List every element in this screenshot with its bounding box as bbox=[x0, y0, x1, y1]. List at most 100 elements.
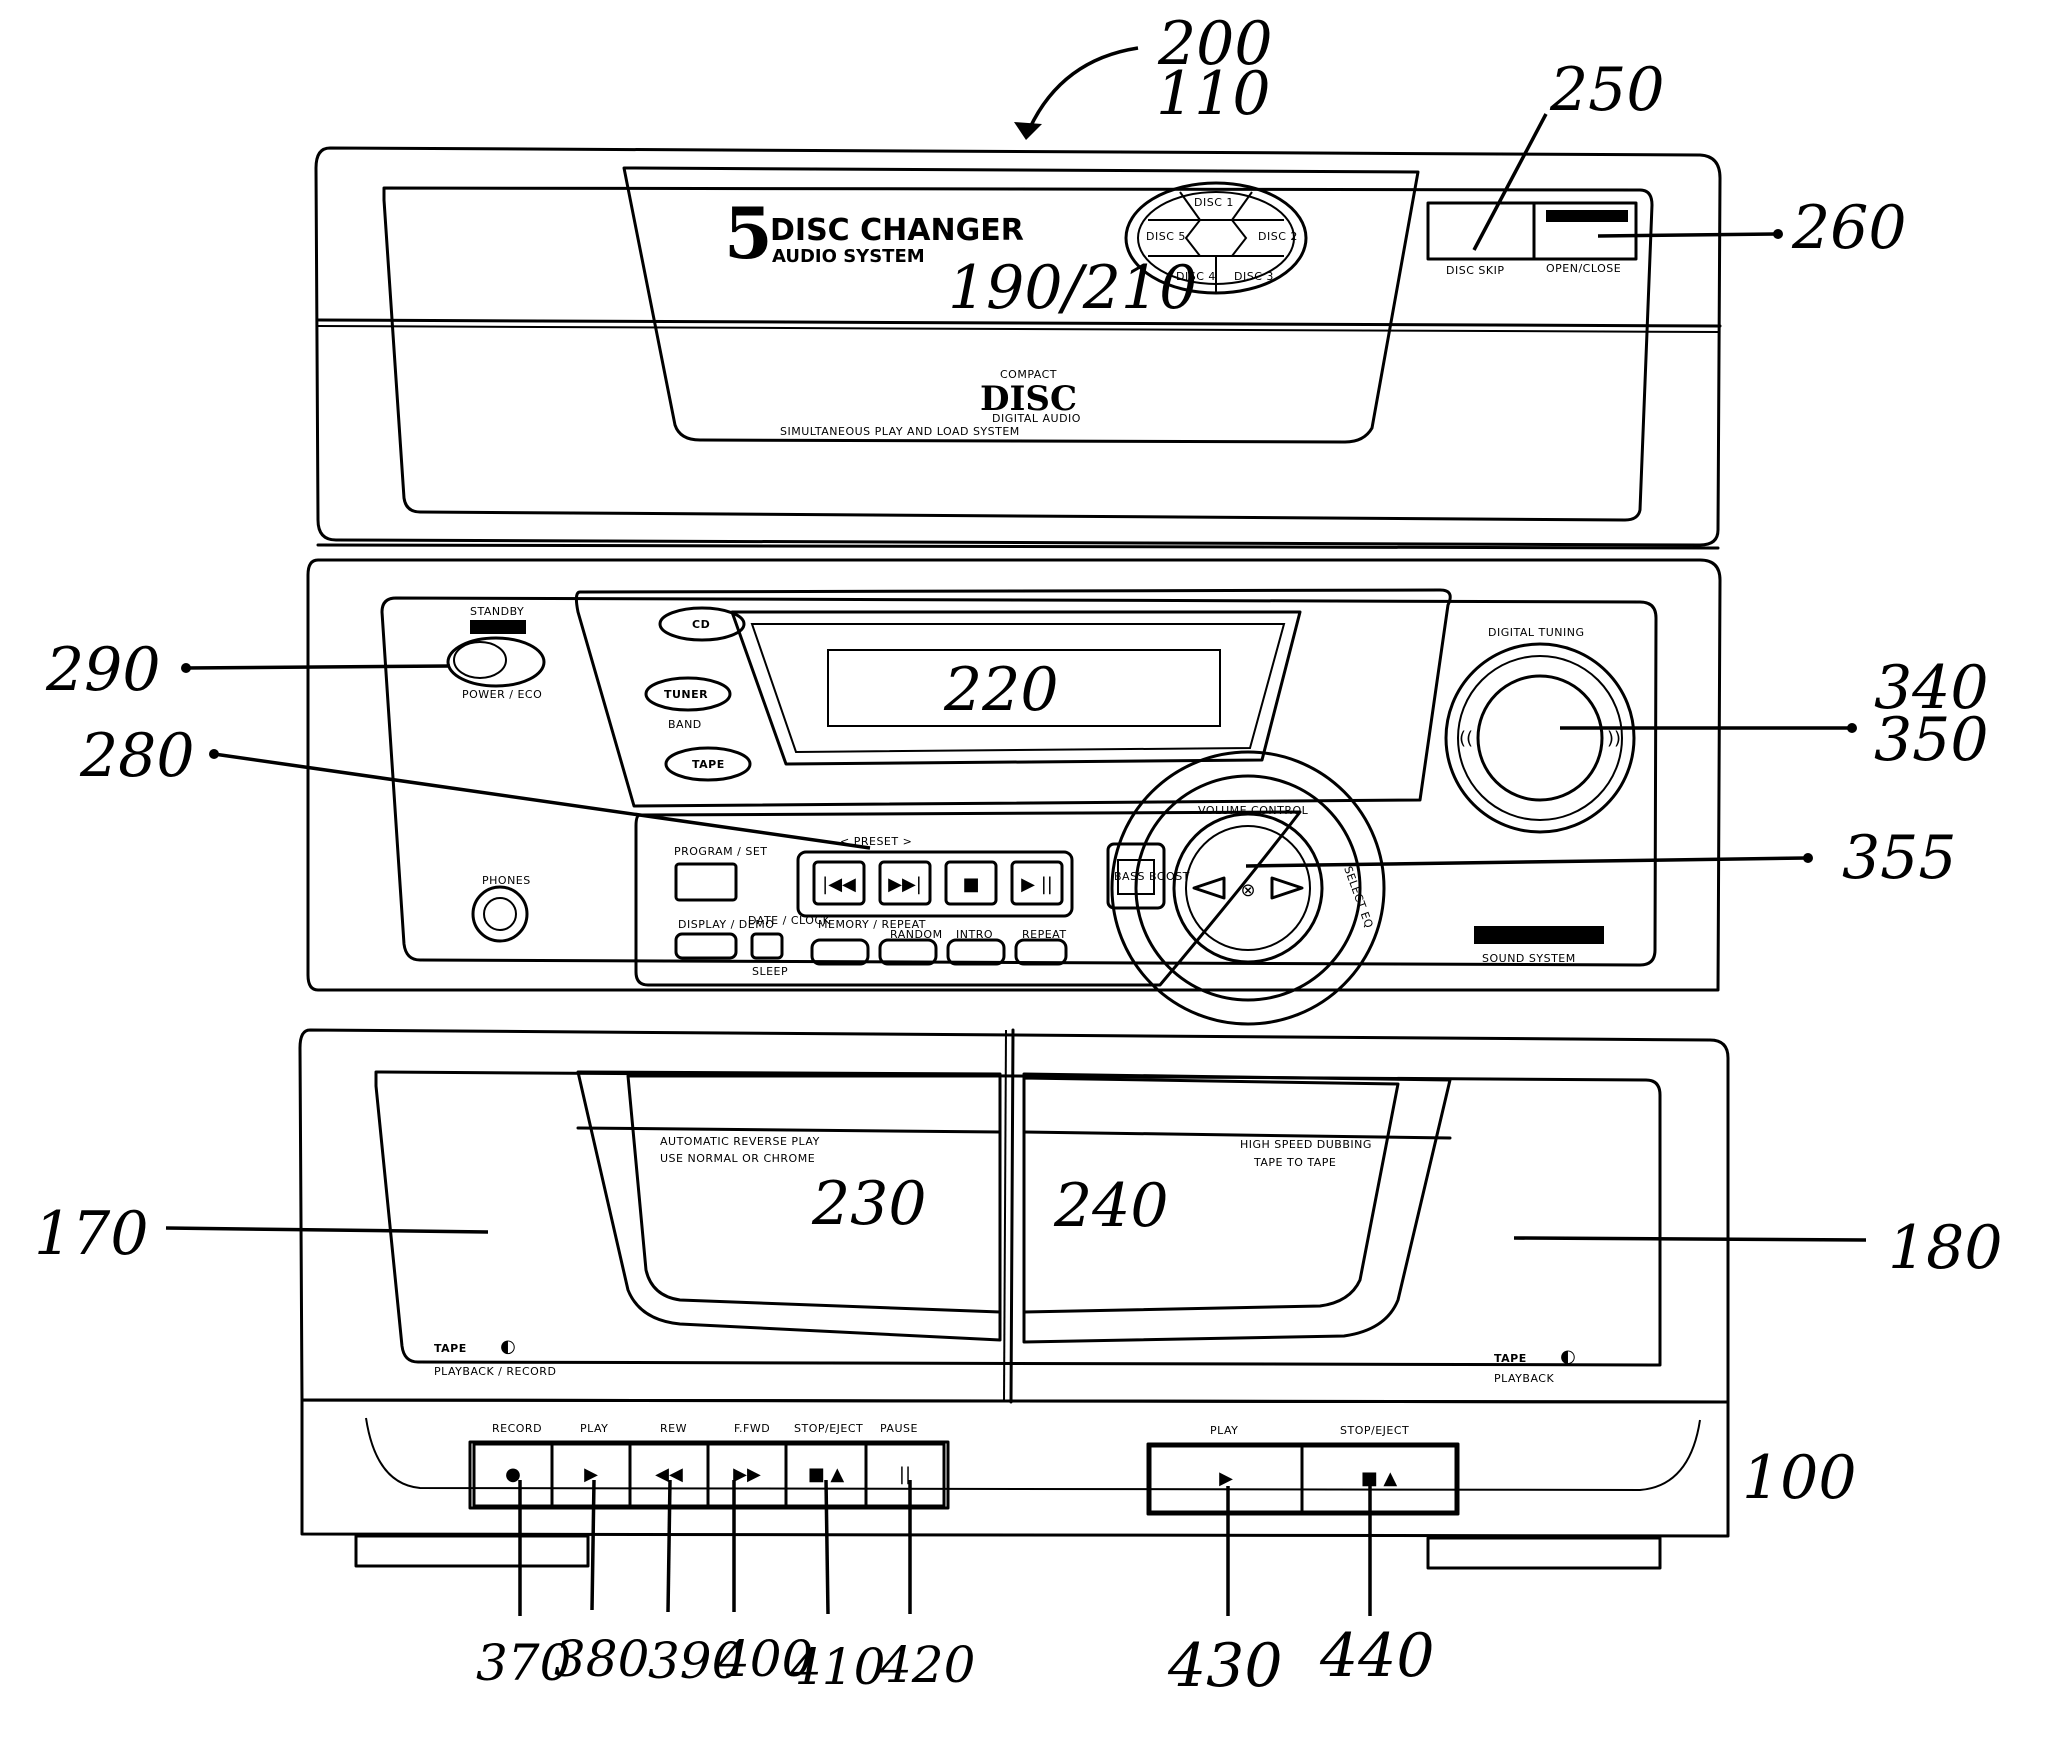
svg-text:■ ▲: ■ ▲ bbox=[1361, 1468, 1398, 1489]
ref-430: 430 bbox=[1167, 1631, 1283, 1701]
deck1-label: TAPE bbox=[434, 1342, 467, 1355]
svg-text:■: ■ bbox=[962, 874, 979, 895]
cd-source-button[interactable] bbox=[658, 606, 746, 642]
ref-370: 370 bbox=[476, 1634, 571, 1692]
svg-text:MEMORY / REPEAT: MEMORY / REPEAT bbox=[818, 918, 926, 931]
disc-skip-label: DISC SKIP bbox=[1446, 264, 1504, 277]
intro-button[interactable] bbox=[946, 938, 1006, 966]
deck2-label: TAPE bbox=[1494, 1352, 1527, 1365]
open-close-button[interactable] bbox=[1532, 201, 1638, 261]
memory-repeat-button[interactable] bbox=[810, 938, 870, 966]
random-button[interactable] bbox=[878, 938, 938, 966]
compact-disc-logo: COMPACT DISC DIGITAL AUDIO bbox=[980, 368, 1081, 425]
svg-text:PLAY: PLAY bbox=[1210, 1424, 1238, 1437]
svg-text:●: ● bbox=[505, 1464, 521, 1485]
ref-340: 340 bbox=[1874, 653, 1989, 723]
deck2-buttons: PLAY ▶ STOP/EJECT ■ ▲ bbox=[1148, 1424, 1458, 1514]
volume-knob[interactable] bbox=[1172, 812, 1324, 964]
sleep-label: SLEEP bbox=[752, 965, 788, 978]
tuning-knob[interactable] bbox=[1476, 674, 1604, 802]
svg-text:STOP/EJECT: STOP/EJECT bbox=[794, 1422, 863, 1435]
right-foot bbox=[1426, 1536, 1662, 1570]
left-note-1: AUTOMATIC REVERSE PLAY bbox=[660, 1135, 820, 1148]
svg-text:REPEAT: REPEAT bbox=[1022, 928, 1067, 941]
ref-220: 220 bbox=[943, 655, 1059, 725]
svg-text:▶▶|: ▶▶| bbox=[888, 874, 922, 895]
display-demo-button[interactable] bbox=[674, 932, 738, 960]
ref-200: 200 bbox=[1157, 9, 1273, 79]
program-set-button[interactable] bbox=[674, 862, 738, 902]
svg-text:DISC: DISC bbox=[980, 379, 1077, 419]
svg-text:▶▶: ▶▶ bbox=[733, 1464, 761, 1485]
power-button[interactable] bbox=[446, 636, 546, 688]
brand-line1: DISC CHANGER bbox=[770, 213, 1024, 248]
source-buttons: CD TUNER BAND TAPE bbox=[644, 606, 752, 782]
sound-system-label: SOUND SYSTEM bbox=[1482, 952, 1576, 965]
open-close-label: OPEN/CLOSE bbox=[1546, 262, 1621, 275]
ref-380: 380 bbox=[554, 1630, 649, 1688]
svg-text:BASS BOOST: BASS BOOST bbox=[1114, 870, 1190, 883]
svg-text:DISPLAY / DEMO: DISPLAY / DEMO bbox=[678, 918, 774, 931]
svg-text:TUNER: TUNER bbox=[664, 688, 708, 701]
base-unit: RECORD ● PLAY ▶ REW ◀◀ F.FWD ▶▶ STOP/EJE… bbox=[300, 1398, 1730, 1570]
disc-skip-button[interactable] bbox=[1426, 201, 1536, 261]
svg-text:)): )) bbox=[1607, 728, 1621, 749]
phones-jack: PHONES bbox=[471, 874, 531, 943]
ref-290: 290 bbox=[45, 635, 161, 705]
standby-label: STANDBY bbox=[470, 605, 524, 618]
svg-text:DIGITAL AUDIO: DIGITAL AUDIO bbox=[992, 412, 1081, 425]
date-clock-button[interactable] bbox=[750, 932, 784, 960]
repeat-button[interactable] bbox=[1014, 938, 1068, 966]
tape-source-button[interactable] bbox=[664, 746, 752, 782]
deck2-sub: PLAYBACK bbox=[1494, 1372, 1554, 1385]
bass-boost-button[interactable] bbox=[1106, 842, 1166, 910]
receiver-unit: STANDBY POWER / ECO PHONES CD TUNER BAND… bbox=[306, 543, 1722, 1026]
disc-button-1[interactable]: DISC 1 bbox=[1194, 196, 1234, 209]
ref-230: 230 bbox=[811, 1169, 927, 1239]
svg-text:▶: ▶ bbox=[1219, 1468, 1233, 1489]
play-pause-button[interactable] bbox=[1010, 860, 1064, 906]
disc-button-3[interactable]: DISC 3 bbox=[1234, 270, 1274, 283]
phones-label: PHONES bbox=[482, 874, 531, 887]
svg-text:▶: ▶ bbox=[584, 1464, 598, 1485]
deck1-buttons: RECORD ● PLAY ▶ REW ◀◀ F.FWD ▶▶ STOP/EJE… bbox=[472, 1422, 946, 1508]
ref-260: 260 bbox=[1791, 193, 1907, 263]
ref-440: 440 bbox=[1319, 1621, 1435, 1691]
power-eco-label: POWER / ECO bbox=[462, 688, 542, 701]
svg-text:COMPACT: COMPACT bbox=[1000, 368, 1057, 381]
disc-button-4[interactable]: DISC 4 bbox=[1176, 270, 1216, 283]
next-button[interactable] bbox=[878, 860, 932, 906]
ref-400: 400 bbox=[717, 1630, 813, 1688]
tuning-knob-group: DIGITAL TUNING (( )) bbox=[1444, 626, 1636, 834]
svg-text:⊗: ⊗ bbox=[1240, 880, 1255, 901]
ref-420: 420 bbox=[879, 1636, 975, 1694]
power-button-group: STANDBY POWER / ECO bbox=[446, 605, 546, 701]
right-note-1: HIGH SPEED DUBBING bbox=[1240, 1138, 1372, 1151]
deck2-stop-eject-button[interactable] bbox=[1300, 1444, 1458, 1514]
ref-170: 170 bbox=[34, 1199, 149, 1269]
tuner-source-button[interactable] bbox=[644, 676, 732, 712]
ref-355: 355 bbox=[1842, 823, 1957, 893]
disc-button-2[interactable]: DISC 2 bbox=[1258, 230, 1298, 243]
prev-button[interactable] bbox=[812, 860, 866, 906]
slogan: SIMULTANEOUS PLAY AND LOAD SYSTEM bbox=[780, 425, 1020, 438]
svg-text:|◀◀: |◀◀ bbox=[822, 874, 856, 895]
ref-390: 390 bbox=[648, 1632, 743, 1690]
ref-190-210: 190/210 bbox=[948, 253, 1197, 323]
deck2-number-icon: ◐ bbox=[1560, 1346, 1576, 1367]
svg-text:DATE / CLOCK: DATE / CLOCK bbox=[748, 914, 831, 927]
stop-button[interactable] bbox=[944, 860, 998, 906]
disc-button-5[interactable]: DISC 5 bbox=[1146, 230, 1186, 243]
volume-control-label: VOLUME CONTROL bbox=[1198, 804, 1309, 817]
ref-250: 250 bbox=[1549, 55, 1665, 125]
svg-text:RECORD: RECORD bbox=[492, 1422, 542, 1435]
svg-text:REW: REW bbox=[660, 1422, 687, 1435]
ref-280: 280 bbox=[79, 721, 195, 791]
deck1-number-icon: ◐ bbox=[500, 1336, 516, 1357]
left-note-2: USE NORMAL OR CHROME bbox=[660, 1152, 815, 1165]
reference-annotations: 200 110 250 260 190/210 290 280 220 340 … bbox=[34, 9, 2003, 1701]
svg-text:CD: CD bbox=[692, 618, 710, 631]
pause-button[interactable] bbox=[864, 1442, 946, 1508]
ref-410: 410 bbox=[789, 1638, 885, 1696]
